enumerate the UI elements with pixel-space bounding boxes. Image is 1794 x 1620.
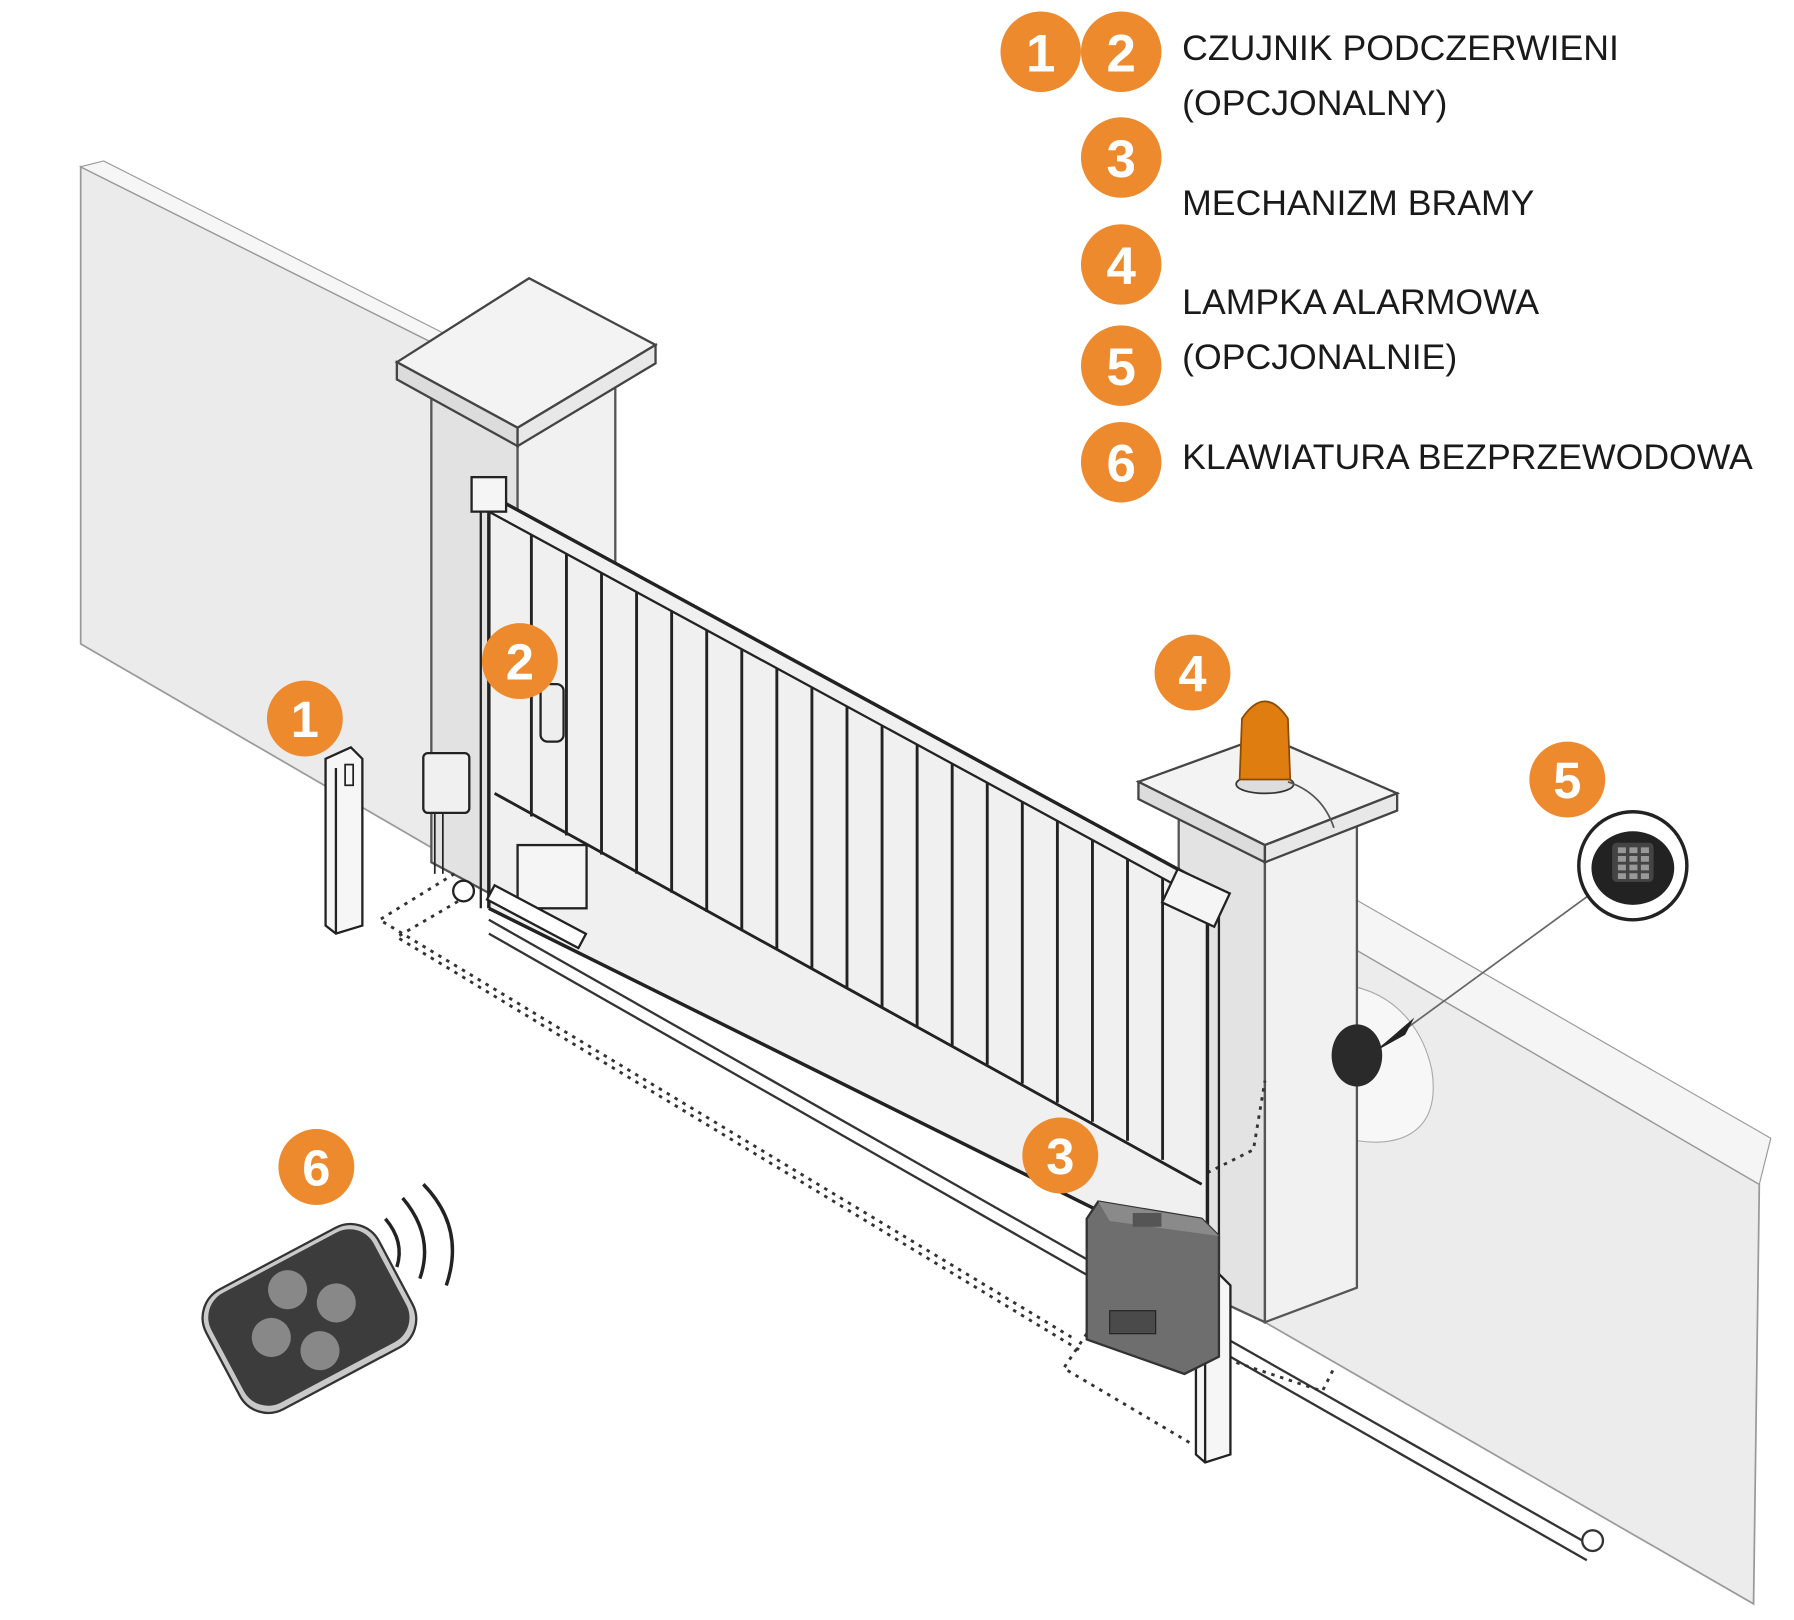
alarm-lamp: [1235, 700, 1335, 829]
callout-1: 1: [266, 680, 343, 757]
svg-text:6: 6: [302, 1139, 330, 1196]
ground-rail: [488, 918, 1605, 1562]
left-wall: [79, 160, 450, 853]
legend-label-lamp-note: (OPCJONALNIE): [1182, 337, 1457, 377]
svg-text:6: 6: [1106, 435, 1135, 494]
keypad-key: [1640, 873, 1649, 879]
keypad-key: [1629, 855, 1638, 862]
svg-text:5: 5: [1106, 338, 1135, 397]
svg-text:3: 3: [1046, 1128, 1074, 1185]
callout-5: 5: [1529, 741, 1606, 818]
keypad-key: [1617, 847, 1626, 854]
legend-badge-3: 3: [1080, 117, 1162, 198]
keypad-key: [1617, 864, 1626, 871]
svg-text:5: 5: [1553, 752, 1581, 809]
svg-text:4: 4: [1106, 237, 1136, 296]
callout-3: 3: [1022, 1117, 1099, 1194]
infrared-sensor-2: [539, 682, 565, 743]
legend: 1 2 3 4 5 6 CZUJNIK PODCZERWIENI (OPCJON…: [1000, 11, 1753, 503]
keypad-key: [1640, 864, 1649, 871]
svg-text:2: 2: [1106, 24, 1135, 83]
keypad-key: [1640, 855, 1649, 862]
legend-badge-1: 1: [1000, 11, 1081, 92]
legend-badge-2: 2: [1080, 11, 1162, 92]
keypad-key: [1617, 855, 1626, 862]
legend-label-sensor: CZUJNIK PODCZERWIENI: [1182, 28, 1619, 68]
legend-label-mechanism: MECHANIZM BRAMY: [1182, 183, 1534, 223]
legend-label-lamp: LAMPKA ALARMOWA: [1182, 282, 1539, 322]
legend-badge-6: 6: [1080, 421, 1162, 503]
keypad-key: [1629, 847, 1638, 854]
svg-text:2: 2: [506, 634, 534, 691]
control-box: [422, 751, 476, 903]
keypad-key: [1640, 847, 1649, 854]
svg-text:3: 3: [1106, 130, 1135, 189]
svg-text:4: 4: [1178, 645, 1206, 702]
callout-2: 2: [481, 623, 558, 700]
cable-routes: [376, 872, 1336, 1445]
legend-badge-4: 4: [1080, 224, 1162, 305]
callout-4: 4: [1154, 634, 1231, 711]
svg-text:1: 1: [1026, 24, 1055, 83]
legend-label-keypad: KLAWIATURA BEZPRZEWODOWA: [1182, 437, 1753, 477]
keypad-key: [1629, 864, 1638, 871]
infrared-sensor-1: [324, 745, 364, 935]
wireless-keypad: [1331, 809, 1689, 1087]
legend-badge-5: 5: [1080, 325, 1162, 406]
legend-label-sensor-note: (OPCJONALNY): [1182, 83, 1447, 123]
svg-text:1: 1: [291, 691, 319, 748]
keypad-key: [1629, 873, 1638, 879]
gate-motor: [1085, 1200, 1221, 1376]
callout-6: 6: [278, 1129, 355, 1205]
gate-lower-rail: [493, 792, 1203, 1186]
remote-control: [201, 1183, 455, 1415]
keypad-key: [1617, 873, 1626, 879]
sliding-gate: [470, 475, 1232, 1271]
